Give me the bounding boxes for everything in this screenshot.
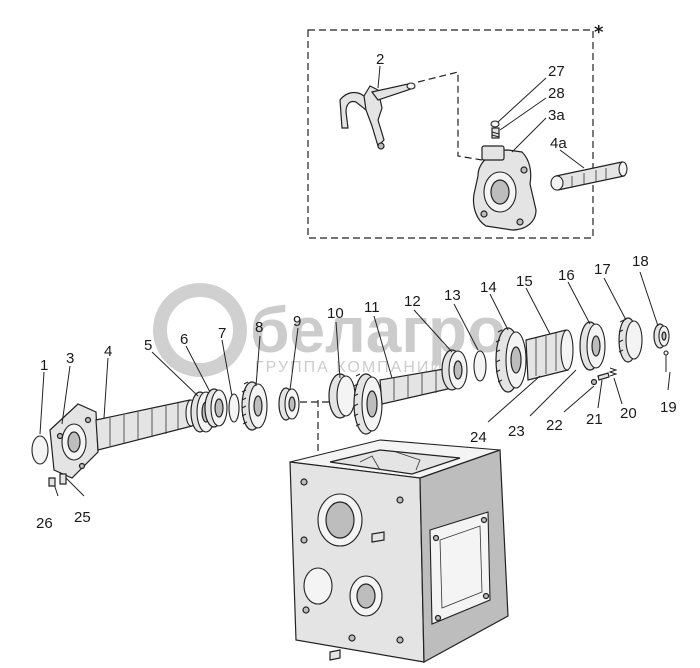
part-3-cover <box>49 403 99 479</box>
callout-7: 7 <box>218 325 226 342</box>
part-21-pin <box>597 372 610 381</box>
callout-labels: 1 3 4 5 6 7 8 9 10 11 12 13 14 15 16 17 … <box>36 51 677 532</box>
callout-2: 2 <box>376 51 384 68</box>
callout-4a: 4a <box>550 135 567 152</box>
part-20-spring <box>608 367 618 377</box>
callout-28: 28 <box>548 85 565 102</box>
part-7-ring <box>228 393 240 423</box>
callout-20: 20 <box>620 405 637 422</box>
part-18-nut <box>653 323 670 349</box>
callout-27: 27 <box>548 63 565 80</box>
part-19-pin <box>663 350 669 372</box>
part-9-bearing <box>278 387 300 421</box>
part-10-gear-cluster <box>328 373 383 435</box>
watermark-tagline: ГРУППА КОМПАНИЙ <box>255 357 444 376</box>
callout-19: 19 <box>660 399 677 416</box>
callout-26: 26 <box>36 515 53 532</box>
inset-marker: * <box>594 22 604 43</box>
callout-16: 16 <box>558 267 575 284</box>
part-15-sleeve <box>525 329 574 381</box>
part-16-synchro <box>579 321 606 371</box>
callout-6: 6 <box>180 331 188 348</box>
part-4a-shaft <box>550 161 628 191</box>
callout-25: 25 <box>74 509 91 526</box>
part-17-gear <box>618 317 643 363</box>
part-2-shift-fork <box>339 82 416 150</box>
inset-connector <box>417 71 483 161</box>
gearbox-housing <box>289 439 509 664</box>
callout-21: 21 <box>586 411 603 428</box>
part-1-ring <box>31 435 49 465</box>
callout-22: 22 <box>546 417 563 434</box>
callout-9: 9 <box>293 313 301 330</box>
part-27-28-detent <box>490 120 500 139</box>
callout-5: 5 <box>144 337 152 354</box>
inset-box: * <box>307 22 628 239</box>
part-13-ring <box>473 350 487 382</box>
part-3a-housing <box>472 145 537 231</box>
part-8-gear <box>241 381 268 431</box>
part-22-ball <box>590 378 598 386</box>
callout-13: 13 <box>444 287 461 304</box>
callout-23: 23 <box>508 423 525 440</box>
callout-14: 14 <box>480 279 497 296</box>
leader-lines <box>39 271 671 497</box>
inset-border <box>307 29 594 239</box>
part-14-gear <box>495 327 527 393</box>
watermark-logo-ring <box>153 283 247 377</box>
part-5-6-bearing <box>190 388 228 433</box>
callout-8: 8 <box>255 319 263 336</box>
part-12-bearing <box>441 349 468 391</box>
callout-4: 4 <box>104 343 112 360</box>
callout-12: 12 <box>404 293 421 310</box>
callout-11: 11 <box>364 299 380 316</box>
callout-17: 17 <box>594 261 611 278</box>
part-4-input-shaft <box>95 399 197 451</box>
callout-10: 10 <box>327 305 344 322</box>
callout-15: 15 <box>516 273 533 290</box>
callout-1: 1 <box>40 357 48 374</box>
callout-18: 18 <box>632 253 649 270</box>
callout-3a: 3a <box>548 107 565 124</box>
callout-3: 3 <box>66 350 74 367</box>
callout-24: 24 <box>470 429 487 446</box>
part-25-26-bolts <box>48 473 67 487</box>
